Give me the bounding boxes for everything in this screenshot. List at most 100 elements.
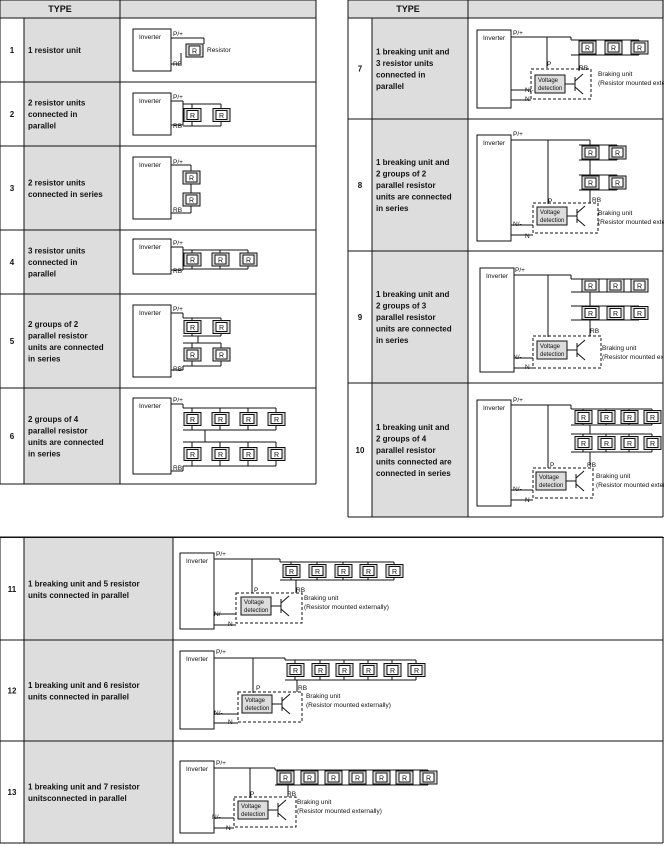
resistor-label: R xyxy=(307,776,312,783)
resistor-unit: R xyxy=(183,252,202,267)
resistor-label: R xyxy=(274,417,279,424)
diagram-7: InverterP/+RRRN/-PRBVoltagedetectionBrak… xyxy=(476,29,664,109)
row-description-line: 1 resistor unit xyxy=(28,46,81,55)
pplus-label: P/+ xyxy=(216,649,226,656)
inverter-box xyxy=(132,238,172,275)
resistor-unit: R xyxy=(282,564,301,578)
resistor-unit: R xyxy=(183,347,202,362)
desc-cell xyxy=(372,383,468,517)
resistor-inner xyxy=(422,772,435,783)
resistor-inner xyxy=(327,772,340,783)
row-number: 13 xyxy=(8,788,17,797)
resistor-inner xyxy=(633,42,646,53)
p-label: P xyxy=(250,791,254,798)
resistor-inner xyxy=(577,412,590,422)
row-number: 12 xyxy=(8,687,17,696)
resistor-label: R xyxy=(637,311,642,318)
braking-unit-dashed-box xyxy=(233,796,297,828)
braking-unit-dashed-box xyxy=(237,691,303,723)
desc-cell xyxy=(24,538,173,640)
row-description-line: unitsconnected in parallel xyxy=(28,794,127,803)
p-label: P xyxy=(256,685,260,692)
resistor-inner xyxy=(279,772,292,783)
resistor-label: R xyxy=(379,776,384,783)
p-label: P xyxy=(254,587,258,594)
resistor-label: R xyxy=(293,668,298,675)
resistor-inner xyxy=(285,566,298,576)
resistor-label: R xyxy=(218,452,223,459)
resistor-inner xyxy=(289,665,302,675)
resistor-label: R xyxy=(218,258,223,265)
inverter-box xyxy=(132,28,172,72)
braking-unit-dashed-box xyxy=(530,68,592,100)
diagram-8: InverterP/+RRRRPRBN/-VoltagedetectionBra… xyxy=(476,131,664,242)
resistor-label: R xyxy=(246,258,251,265)
resistor-label: R xyxy=(627,441,632,448)
resistor-unit: R xyxy=(395,770,414,785)
resistor-unit: R xyxy=(581,175,600,190)
voltage-detection-label: Voltage xyxy=(244,600,265,606)
inverter-box xyxy=(132,304,172,378)
resistor-inner xyxy=(214,449,227,459)
resistor-label: R xyxy=(588,151,593,158)
row-number: 11 xyxy=(8,585,17,594)
braking-unit-label: (Resistor mounted externally) xyxy=(602,354,664,361)
row-description-line: 3 resistor units xyxy=(376,59,434,68)
diagram-9: InverterP/+RRRRRRRBN/-VoltagedetectionBr… xyxy=(479,267,664,373)
row-description-line: units connected in parallel xyxy=(28,692,129,701)
resistor-unit: R xyxy=(383,663,402,677)
transistor xyxy=(277,812,287,821)
resistor-unit: R xyxy=(407,663,426,677)
resistor-label: R xyxy=(613,284,618,291)
resistor-label: R xyxy=(341,569,346,576)
row-number: 3 xyxy=(10,184,15,193)
resistor-label: R xyxy=(190,113,195,120)
resistor-inner xyxy=(188,45,201,56)
resistor-inner xyxy=(185,194,198,205)
desc-cell xyxy=(24,146,120,230)
row-description-line: in series xyxy=(28,354,61,363)
resistor-unit: R xyxy=(276,770,295,785)
resistor-inner xyxy=(362,566,375,576)
resistor-inner xyxy=(577,438,590,448)
resistor-inner xyxy=(609,280,622,291)
resistor-label: R xyxy=(581,441,586,448)
braking-unit-label: (Resistor mounted externally) xyxy=(598,80,664,87)
resistor-inner xyxy=(215,322,228,332)
braking-unit-label: Braking unit xyxy=(598,210,633,217)
resistor-inner xyxy=(611,177,624,188)
pplus-label: P/+ xyxy=(173,306,183,313)
braking-unit-label: (Resistor mounted externally) xyxy=(297,808,382,815)
resistor-unit: R xyxy=(643,436,662,450)
resistor-label: R xyxy=(189,176,194,183)
resistor-inner xyxy=(242,254,255,265)
inverter-box xyxy=(476,399,512,507)
row-description-line: 1 breaking unit and 5 resistor xyxy=(28,579,140,588)
inverter-box xyxy=(476,134,512,242)
row-description-line: 2 groups of 2 xyxy=(28,320,79,329)
resistor-label: R xyxy=(331,776,336,783)
resistor-inner xyxy=(215,110,228,120)
inverter-box xyxy=(479,267,515,373)
diagram-10: InverterP/+RRRRRRRRPRBN/-Voltagedetectio… xyxy=(476,397,664,507)
resistor-label: R xyxy=(585,46,590,53)
resistor-unit: R xyxy=(574,436,593,450)
resistor-unit: R xyxy=(606,306,625,320)
resistor-inner xyxy=(584,147,597,158)
row-description-line: units are connected xyxy=(28,343,104,352)
resistor-inner xyxy=(270,414,283,424)
resistor-label: R xyxy=(189,198,194,205)
resistor-inner xyxy=(314,665,327,675)
resistor-inner xyxy=(609,308,622,318)
desc-cell xyxy=(372,18,468,119)
braking-unit-label: (Resistor mounted externally) xyxy=(598,219,664,226)
resistor-label: R xyxy=(342,668,347,675)
row-description: 1 resistor unit xyxy=(28,46,81,55)
braking-unit-label: (Resistor mounted externally) xyxy=(306,702,391,709)
rb-label: RB xyxy=(287,791,296,798)
